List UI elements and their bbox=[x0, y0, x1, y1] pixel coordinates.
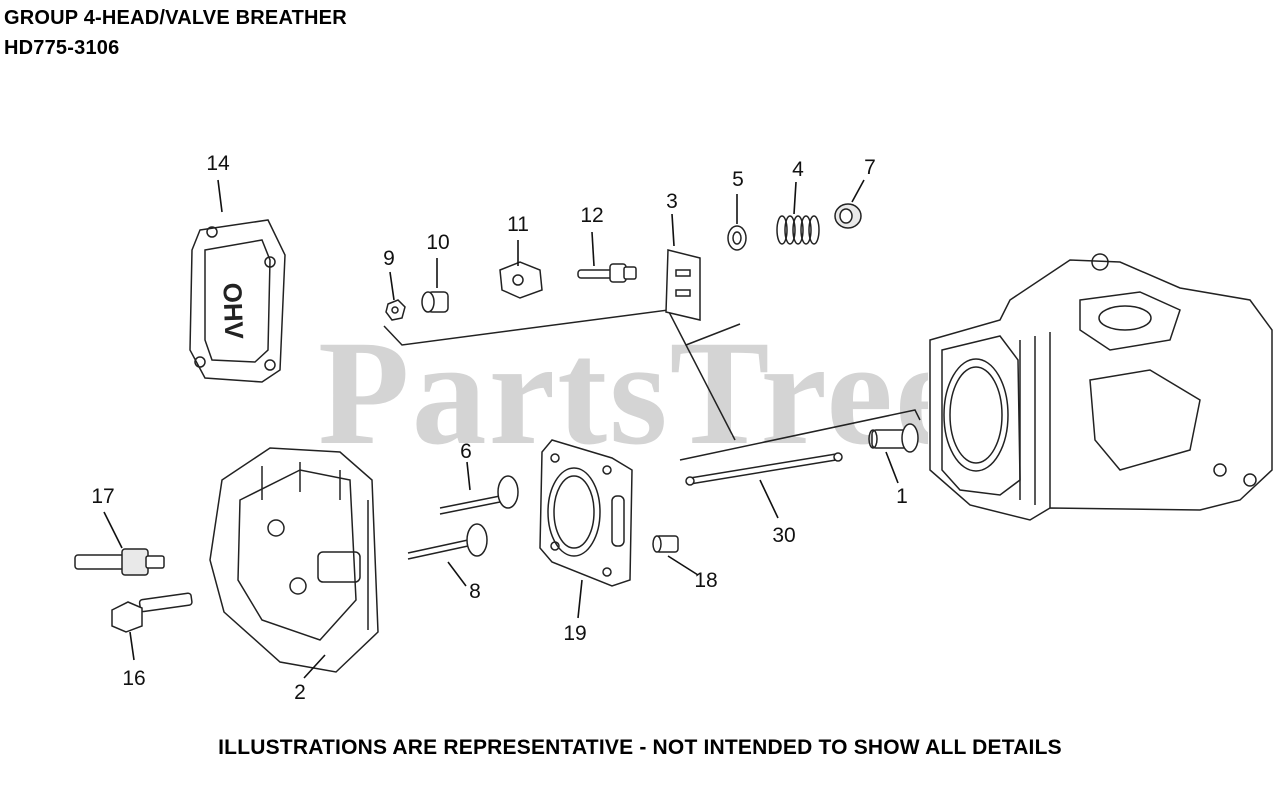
callout-4[interactable]: 4 bbox=[792, 158, 804, 181]
part-nut[interactable] bbox=[385, 299, 406, 321]
part-spring-retainer[interactable] bbox=[727, 225, 747, 251]
part-valve-cover[interactable]: OHV bbox=[189, 219, 286, 383]
callout-7[interactable]: 7 bbox=[864, 156, 876, 179]
part-tappet[interactable] bbox=[868, 423, 919, 453]
callout-6[interactable]: 6 bbox=[460, 440, 472, 463]
part-dowel-pin[interactable] bbox=[652, 535, 679, 553]
part-intake-valve[interactable] bbox=[407, 523, 488, 560]
engine-block bbox=[929, 253, 1273, 521]
part-valve-spring[interactable] bbox=[776, 215, 820, 245]
part-cylinder-head[interactable] bbox=[209, 447, 379, 673]
callout-16[interactable]: 16 bbox=[122, 667, 145, 690]
callout-12[interactable]: 12 bbox=[580, 204, 603, 227]
callout-3[interactable]: 3 bbox=[666, 190, 678, 213]
part-head-gasket[interactable] bbox=[539, 439, 633, 587]
part-valve-stem-seal[interactable] bbox=[834, 203, 862, 229]
part-push-rod[interactable] bbox=[685, 452, 843, 486]
callout-30[interactable]: 30 bbox=[772, 524, 795, 547]
part-rocker-arm[interactable] bbox=[499, 261, 543, 299]
callout-labels: 1 2 3 4 5 6 7 8 9 10 11 12 14 16 17 18 1… bbox=[91, 152, 908, 704]
callout-2[interactable]: 2 bbox=[294, 681, 306, 704]
callout-5[interactable]: 5 bbox=[732, 168, 744, 191]
callout-8[interactable]: 8 bbox=[469, 580, 481, 603]
leader-lines bbox=[103, 179, 899, 679]
callout-14[interactable]: 14 bbox=[206, 152, 230, 175]
part-head-bolt[interactable] bbox=[111, 592, 193, 633]
callout-9[interactable]: 9 bbox=[383, 247, 395, 270]
part-exhaust-valve[interactable] bbox=[439, 475, 519, 515]
callout-11[interactable]: 11 bbox=[507, 213, 529, 236]
ohv-label: OHV bbox=[217, 282, 249, 340]
disclaimer-footer: ILLUSTRATIONS ARE REPRESENTATIVE - NOT I… bbox=[218, 736, 1062, 759]
part-pivot[interactable] bbox=[421, 291, 449, 313]
part-rocker-stud[interactable] bbox=[577, 263, 637, 283]
model-number: HD775-3106 bbox=[4, 37, 120, 59]
callout-1[interactable]: 1 bbox=[896, 485, 908, 508]
part-guide-plate[interactable] bbox=[665, 249, 701, 321]
group-title: GROUP 4-HEAD/VALVE BREATHER bbox=[4, 7, 347, 29]
group-bracket bbox=[383, 309, 921, 461]
callout-10[interactable]: 10 bbox=[426, 231, 449, 254]
callout-18[interactable]: 18 bbox=[694, 569, 717, 592]
part-spark-plug[interactable] bbox=[74, 548, 165, 576]
callout-17[interactable]: 17 bbox=[91, 485, 114, 508]
callout-19[interactable]: 19 bbox=[563, 622, 586, 645]
